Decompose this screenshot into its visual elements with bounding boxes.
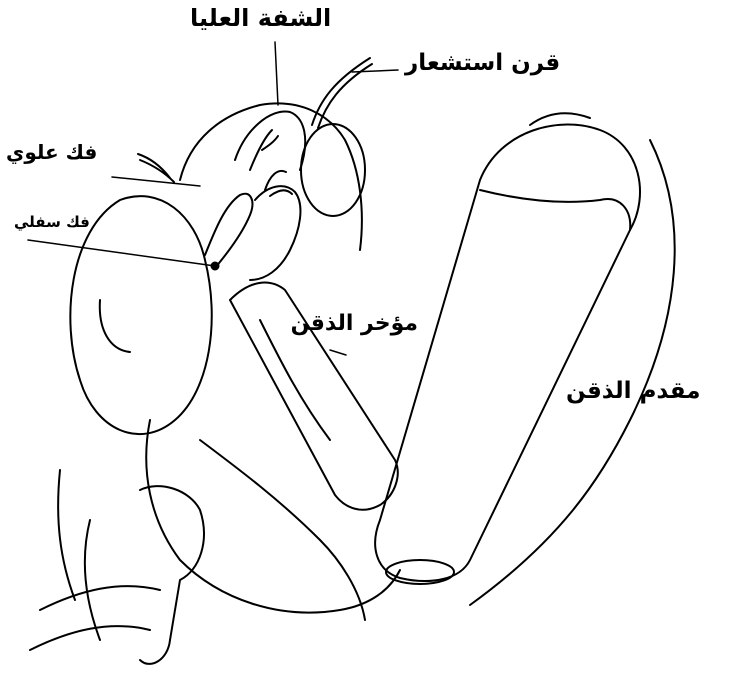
thorax — [146, 420, 400, 613]
leader-labrum — [275, 42, 278, 105]
left-eye — [70, 196, 211, 434]
label-prementum: مقدم الذقن — [566, 380, 701, 403]
antenna-right — [312, 58, 372, 128]
leader-mandible — [28, 240, 215, 266]
mandible-dot — [212, 263, 219, 270]
labrum — [235, 112, 305, 170]
antenna-left — [138, 154, 174, 182]
label-mandible: فك سفلي — [14, 215, 90, 230]
prementum-tip — [480, 190, 630, 230]
body-lower — [58, 470, 100, 640]
leader-antenna — [352, 70, 398, 72]
label-postmentum: مؤخر الذقن — [346, 310, 418, 339]
leg-segment-2 — [30, 586, 160, 650]
mandible-right — [250, 186, 300, 280]
prementum-outline — [470, 140, 675, 605]
left-eye-inner — [100, 300, 130, 352]
labrum-inner — [250, 130, 278, 170]
maxilla-palp — [265, 171, 292, 196]
leg-segment — [140, 486, 204, 664]
prementum-hook — [530, 113, 590, 125]
prementum — [375, 124, 640, 581]
label-antenna: قرن استشعار — [405, 52, 560, 75]
label-labrum: الشفة العليا — [190, 6, 331, 30]
label-maxilla: فك علوي — [6, 142, 97, 162]
leader-maxilla — [112, 177, 200, 186]
mandible-left — [205, 194, 252, 268]
leader-postmentum — [330, 350, 346, 355]
